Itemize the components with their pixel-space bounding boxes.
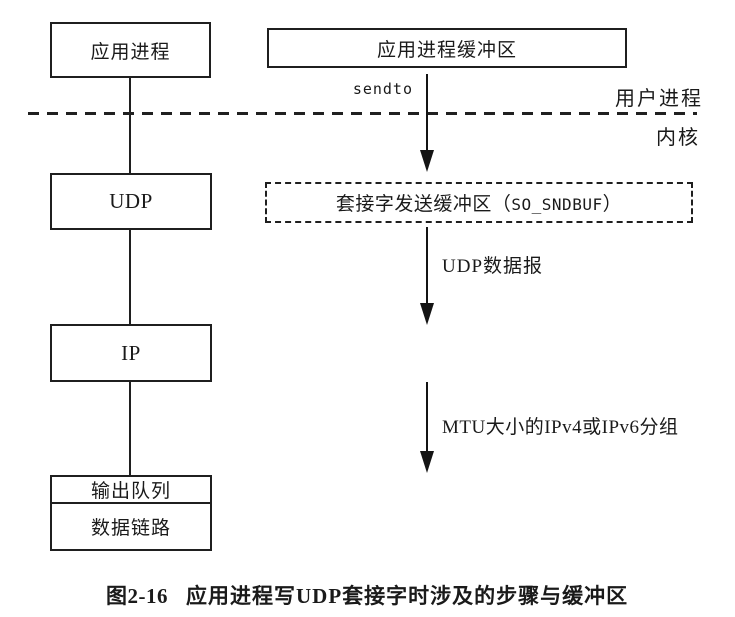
udp-datagram-arrow-shaft (426, 227, 428, 305)
sendto-arrow (420, 74, 434, 172)
output-queue-row: 输出队列 (52, 477, 210, 504)
figure-caption-text: 应用进程写UDP套接字时涉及的步骤与缓冲区 (186, 584, 629, 608)
socket-buffer-label: 套接字发送缓冲区（SO_SNDBUF） (336, 189, 622, 216)
udp-label: UDP (109, 189, 153, 213)
app-buffer-label: 应用进程缓冲区 (376, 39, 517, 61)
udp-box: UDP (50, 173, 212, 230)
mtu-packets-label: MTU大小的IPv4或IPv6分组 (442, 417, 679, 438)
output-queue-label: 输出队列 (90, 481, 171, 502)
ip-label: IP (121, 340, 141, 365)
user-kernel-divider-line (28, 112, 697, 115)
sendto-arrowhead-icon (420, 150, 434, 172)
socket-buffer-code: SO_SNDBUF (511, 195, 603, 214)
sendto-arrow-shaft (426, 74, 428, 154)
app-process-label: 应用进程 (90, 41, 171, 63)
mtu-packets-arrowhead-icon (420, 451, 434, 473)
socket-buffer-label-paren: ） (602, 194, 623, 215)
mtu-packets-arrow-shaft (426, 382, 428, 453)
user-process-label: 用户进程 (615, 88, 703, 110)
mtu-packets-arrow (420, 382, 434, 473)
datalink-label: 数据链路 (90, 518, 171, 539)
socket-buffer-label-cn: 套接字发送缓冲区（ (335, 194, 512, 215)
app-process-box: 应用进程 (50, 22, 211, 78)
figure-caption-number: 图2-16 (106, 584, 168, 608)
udp-datagram-label: UDP数据报 (442, 256, 544, 277)
sendto-label: sendto (352, 80, 413, 98)
ip-box: IP (50, 324, 212, 382)
app-buffer-box: 应用进程缓冲区 (267, 28, 627, 68)
udp-datagram-arrow (420, 227, 434, 325)
kernel-label: 内核 (656, 127, 700, 149)
datalink-row: 数据链路 (52, 504, 210, 549)
figure-caption: 图2-16 应用进程写UDP套接字时涉及的步骤与缓冲区 (106, 580, 628, 610)
output-queue-datalink-box: 输出队列 数据链路 (50, 475, 212, 551)
stack-connector-line (129, 78, 131, 475)
udp-datagram-arrowhead-icon (420, 303, 434, 325)
socket-send-buffer-box: 套接字发送缓冲区（SO_SNDBUF） (265, 182, 693, 223)
